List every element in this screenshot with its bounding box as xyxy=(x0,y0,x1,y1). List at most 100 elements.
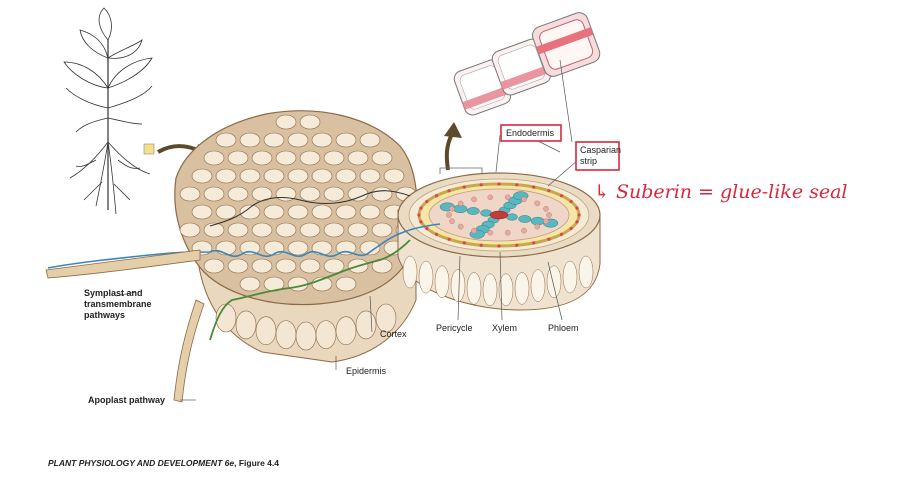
cortex-cell xyxy=(263,132,285,148)
endodermis-label: Endodermis xyxy=(506,128,555,138)
cortex-cell xyxy=(287,132,309,148)
cortex-cell xyxy=(239,132,261,148)
casparian-label-line1: Casparian xyxy=(580,145,621,155)
casparian-label-line2: strip xyxy=(580,156,597,166)
epidermis-skirt-cell xyxy=(578,255,594,289)
cortex-cell xyxy=(227,186,249,202)
phloem-cell xyxy=(543,205,549,212)
symplast-label-line1: Symplast and xyxy=(84,288,143,298)
cortex-cell xyxy=(287,168,309,184)
central-cell xyxy=(489,210,509,220)
pericycle-label: Pericycle xyxy=(436,323,473,333)
phloem-cell xyxy=(471,196,477,203)
cortex-cell xyxy=(191,204,213,220)
phloem-cell xyxy=(487,194,494,201)
cortex-cell xyxy=(287,240,309,256)
casparian-mark xyxy=(497,244,501,248)
endodermis-label-box xyxy=(500,124,562,142)
root-cortex-block xyxy=(174,110,418,363)
casparian-mark xyxy=(479,183,483,187)
caption-title: PLANT PHYSIOLOGY AND DEVELOPMENT 6e xyxy=(48,458,234,468)
root-hair-apoplast xyxy=(173,299,205,403)
apoplast-label: Apoplast pathway xyxy=(88,395,165,405)
casparian-mark xyxy=(515,243,519,247)
membrane-pathway-line xyxy=(209,190,411,227)
cortex-cell xyxy=(203,258,225,274)
cortex-cell xyxy=(263,204,285,220)
cortex-cell xyxy=(287,204,309,220)
casparian-mark xyxy=(532,185,536,189)
casparian-mark xyxy=(569,199,573,204)
xylem-label: Xylem xyxy=(492,323,517,333)
casparian-mark xyxy=(479,243,483,247)
phloem-cell xyxy=(521,227,527,234)
phloem-cell xyxy=(534,200,541,207)
epidermis-cell xyxy=(335,316,357,346)
cortex-cell xyxy=(383,168,405,184)
casparian-mark xyxy=(434,194,439,198)
epidermis-skirt-cell xyxy=(418,260,434,294)
epidermis-skirt-cell xyxy=(402,255,418,289)
epidermis-cell xyxy=(375,303,397,333)
phloem-cell xyxy=(521,196,527,203)
epidermis-skirt-cell xyxy=(546,265,562,298)
casparian-mark xyxy=(447,237,451,241)
cortex-cell xyxy=(299,114,321,130)
leader-lines xyxy=(115,59,579,401)
cortex-cell xyxy=(179,186,201,202)
casparian-label-box xyxy=(575,141,620,171)
casparian-mark xyxy=(559,232,564,236)
epidermis-skirt-cell xyxy=(466,272,482,305)
cortex-cell xyxy=(239,276,261,292)
cortex-cell xyxy=(335,240,357,256)
cortex-cell xyxy=(275,114,297,130)
figure-caption: PLANT PHYSIOLOGY AND DEVELOPMENT 6e, Fig… xyxy=(48,458,279,468)
epidermis-cell xyxy=(295,321,317,351)
epidermis-skirt-cell xyxy=(514,272,530,305)
cortex-cell xyxy=(359,168,381,184)
xylem-cell xyxy=(518,215,532,223)
epidermis-label: Epidermis xyxy=(346,366,387,376)
cortex-label: Cortex xyxy=(380,329,407,339)
phloem-cell xyxy=(534,223,541,230)
phloem-cell xyxy=(471,227,477,234)
epidermis-cell xyxy=(315,320,337,349)
cortex-cell xyxy=(311,204,333,220)
cortex-cell xyxy=(227,150,249,166)
cortex-cell xyxy=(359,132,381,148)
phloem-cell xyxy=(457,200,464,207)
cortex-cell xyxy=(299,258,321,274)
zoom-bracket xyxy=(439,167,483,174)
casparian-mark xyxy=(417,213,421,217)
phloem-cell xyxy=(546,212,552,218)
epidermis-skirt-cell xyxy=(530,269,546,302)
cortex-cell xyxy=(251,150,273,166)
cortex-cell xyxy=(239,168,261,184)
suberin-annotation: ↳ Suberin = glue-like seal xyxy=(594,181,848,203)
symplast-label-line2: transmembrane xyxy=(84,299,152,309)
casparian-mark xyxy=(434,232,439,236)
casparian-mark xyxy=(425,199,429,204)
casparian-mark xyxy=(462,241,466,245)
phloem-cell xyxy=(504,229,511,236)
cortex-cell xyxy=(311,240,333,256)
endodermis-cells-zoom xyxy=(453,12,601,116)
cortex-cell xyxy=(347,186,369,202)
cortex-cell xyxy=(191,168,213,184)
casparian-mark xyxy=(559,194,564,198)
casparian-mark xyxy=(575,206,579,210)
xylem-cell xyxy=(466,207,480,215)
cortex-cell xyxy=(323,150,345,166)
cortex-cell xyxy=(263,168,285,184)
cortex-cell xyxy=(323,258,345,274)
casparian-strip-marks xyxy=(417,182,581,248)
cortex-cell xyxy=(299,150,321,166)
epidermis-skirt-cell xyxy=(482,273,498,307)
phloem-label: Phloem xyxy=(548,323,579,333)
cortex-cell xyxy=(203,186,225,202)
epidermis-cell xyxy=(235,310,257,340)
caption-figure: , Figure 4.4 xyxy=(234,458,279,468)
zoom-up-arrow-head xyxy=(444,122,462,138)
epidermis-skirt-cell xyxy=(434,265,450,298)
